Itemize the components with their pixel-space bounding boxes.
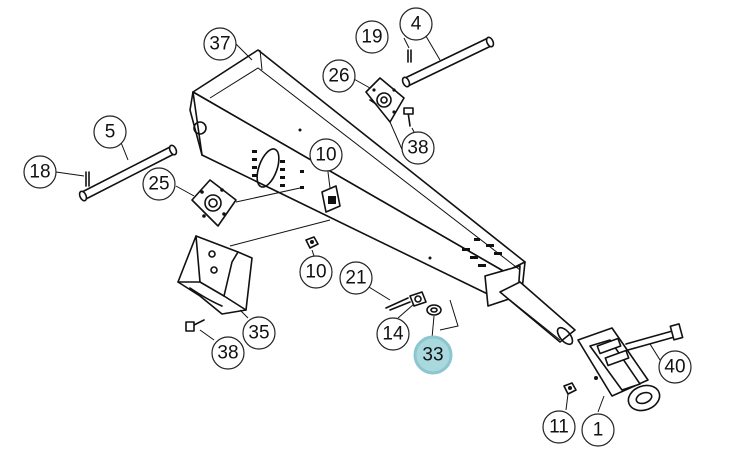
bolt-40 bbox=[625, 323, 684, 351]
nut-14 bbox=[409, 291, 427, 307]
svg-text:26: 26 bbox=[328, 66, 349, 87]
bearing-plate-26 bbox=[365, 77, 405, 123]
pin-4 bbox=[401, 36, 495, 88]
callout-5[interactable]: 5 bbox=[93, 115, 127, 149]
nut-10-lower bbox=[305, 236, 319, 249]
callout-25[interactable]: 25 bbox=[142, 167, 176, 201]
svg-text:10: 10 bbox=[305, 262, 326, 283]
roll-pin-18 bbox=[85, 171, 90, 187]
svg-text:1: 1 bbox=[593, 420, 604, 441]
callout-37[interactable]: 37 bbox=[203, 27, 237, 61]
callout-1[interactable]: 1 bbox=[581, 413, 615, 447]
svg-text:14: 14 bbox=[382, 324, 404, 345]
svg-text:40: 40 bbox=[664, 357, 685, 378]
callout-21[interactable]: 21 bbox=[339, 261, 373, 295]
callout-14[interactable]: 14 bbox=[376, 317, 410, 351]
svg-text:10: 10 bbox=[315, 145, 336, 166]
cotter-pin-21 bbox=[385, 297, 411, 311]
svg-text:38: 38 bbox=[217, 343, 238, 364]
bearing-plate-25 bbox=[191, 179, 237, 227]
washer-33 bbox=[426, 304, 442, 316]
svg-text:35: 35 bbox=[248, 323, 269, 344]
callout-19[interactable]: 19 bbox=[355, 20, 389, 54]
bolt-38-upper bbox=[403, 107, 414, 127]
hitch-coupling bbox=[499, 281, 661, 412]
svg-text:5: 5 bbox=[105, 122, 116, 143]
callout-18[interactable]: 18 bbox=[23, 155, 57, 189]
callout-10-lower[interactable]: 10 bbox=[299, 255, 333, 289]
callout-35[interactable]: 35 bbox=[242, 316, 276, 350]
callout-38-lower[interactable]: 38 bbox=[211, 336, 245, 370]
roll-pin-19 bbox=[407, 49, 412, 63]
callout-38-upper[interactable]: 38 bbox=[401, 131, 435, 165]
svg-text:11: 11 bbox=[549, 417, 569, 438]
svg-text:38: 38 bbox=[407, 138, 428, 159]
svg-text:37: 37 bbox=[209, 34, 230, 55]
beam-hole-pattern bbox=[252, 150, 502, 267]
callout-10-upper[interactable]: 10 bbox=[309, 138, 343, 172]
svg-text:33: 33 bbox=[422, 345, 443, 366]
bolt-38-lower bbox=[185, 319, 205, 332]
callout-40[interactable]: 40 bbox=[658, 350, 692, 384]
callout-11[interactable]: 11 bbox=[542, 410, 576, 444]
callout-26[interactable]: 26 bbox=[322, 59, 356, 93]
pin-5 bbox=[78, 144, 178, 202]
svg-text:4: 4 bbox=[411, 14, 422, 35]
callout-33-highlighted[interactable]: 33 bbox=[413, 335, 453, 375]
svg-text:18: 18 bbox=[29, 162, 50, 183]
bracket-35 bbox=[177, 235, 253, 315]
svg-text:25: 25 bbox=[148, 174, 169, 195]
nut-11 bbox=[563, 382, 577, 395]
svg-text:21: 21 bbox=[345, 268, 366, 289]
callout-4[interactable]: 4 bbox=[399, 7, 433, 41]
svg-text:19: 19 bbox=[361, 27, 382, 48]
